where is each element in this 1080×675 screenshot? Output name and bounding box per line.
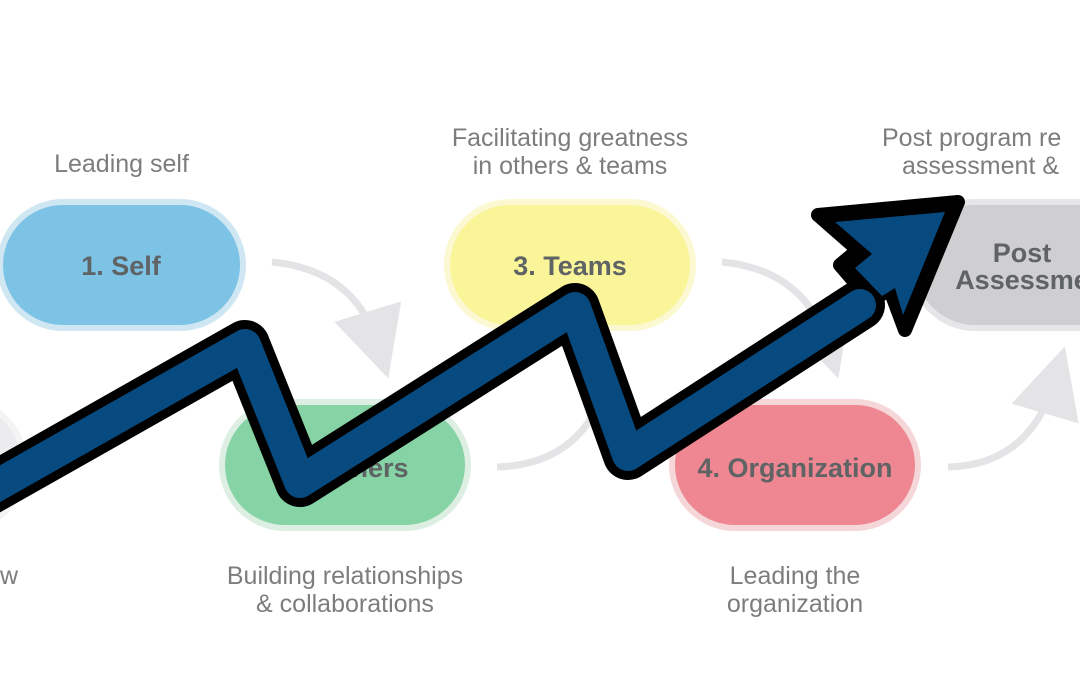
stage-pill-organization	[669, 399, 921, 531]
caption-line: organization	[726, 590, 864, 618]
flow-arrow-2	[496, 418, 593, 471]
flow-arrow-4	[947, 346, 1079, 471]
stage-pill-self	[0, 199, 246, 331]
stage-label-post-2: Assessme	[955, 265, 1080, 295]
growth-arrow	[0, 195, 965, 513]
caption-line: Building relationships	[226, 562, 464, 590]
stage-label-post-1: Post	[993, 238, 1052, 268]
flow-arrow-1	[271, 258, 402, 379]
caption-line: & collaborations	[256, 590, 434, 618]
caption-others: Building relationships& collaborations	[160, 562, 530, 618]
caption-left-partial: w	[0, 562, 19, 590]
caption-line: Post program re	[882, 124, 1062, 152]
caption-line: in others & teams	[472, 152, 668, 180]
caption-line: assessment &	[902, 152, 1060, 180]
caption-line: Facilitating greatness	[451, 124, 689, 152]
stage-label-organization: 4. Organization	[697, 453, 892, 483]
caption-line: Leading the	[729, 562, 861, 590]
stage-label-teams: 3. Teams	[513, 251, 627, 281]
caption-self: Leading self	[54, 150, 189, 178]
stage-label-self: 1. Self	[81, 251, 162, 281]
